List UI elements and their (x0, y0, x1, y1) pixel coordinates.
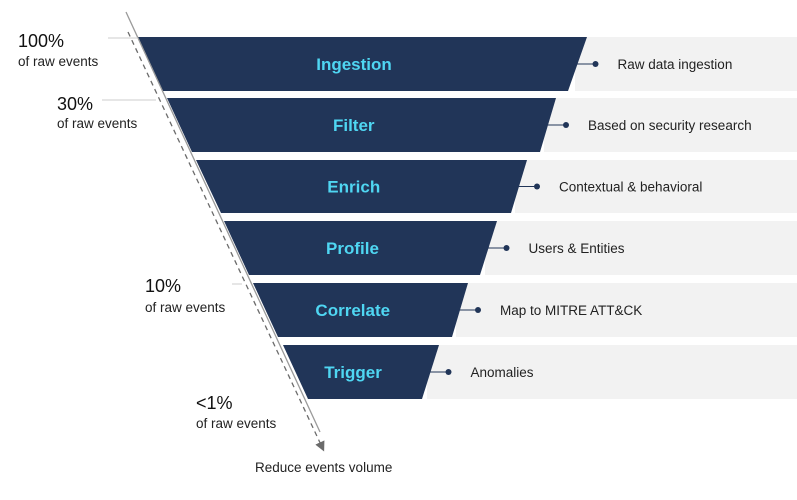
funnel-band-enrich (196, 160, 527, 213)
percentage-100: 100% of raw events (18, 31, 99, 69)
axis-caption: Reduce events volume (255, 460, 392, 475)
description-panel (427, 345, 797, 399)
description-panels (427, 37, 797, 399)
stage-label: Ingestion (316, 55, 392, 74)
funnel-band-ingestion (138, 37, 587, 91)
description-panel (544, 98, 797, 152)
stage-labels: IngestionFilterEnrichProfileCorrelateTri… (315, 55, 391, 382)
reduce-volume-axis (127, 31, 325, 452)
percentage-caption: of raw events (145, 300, 226, 315)
connector-dot (475, 307, 481, 313)
description-panel (485, 221, 797, 275)
funnel-band-profile (224, 221, 497, 275)
description-connectors (426, 61, 599, 375)
stage-label: Trigger (324, 363, 382, 382)
funnel-band-filter (167, 98, 556, 152)
percentage-value: 30% (57, 94, 93, 114)
percentage-value: 10% (145, 276, 181, 296)
funnel-band-correlate (253, 283, 468, 337)
stage-description: Users & Entities (529, 241, 625, 256)
percentage-value: <1% (196, 393, 233, 413)
stage-description: Based on security research (588, 118, 752, 133)
percentage-caption: of raw events (196, 416, 277, 431)
funnel-left-edge (125, 11, 321, 433)
percentage-caption: of raw events (18, 54, 99, 69)
connector-dot (503, 245, 510, 251)
stage-label: Correlate (315, 301, 390, 320)
percentage-caption: of raw events (57, 116, 138, 131)
stage-label: Filter (333, 116, 375, 135)
stage-label: Profile (326, 239, 379, 258)
stage-description: Contextual & behavioral (559, 180, 702, 195)
connector-dot (534, 183, 540, 190)
connector-dot (563, 122, 569, 128)
description-panel (575, 37, 797, 91)
percentage-less-than-1: <1% of raw events (196, 393, 277, 431)
percentage-10: 10% of raw events (145, 276, 226, 315)
connector-dot (445, 369, 452, 375)
funnel-bands (138, 37, 587, 399)
percentage-value: 100% (18, 31, 64, 51)
connector-dot (592, 61, 599, 67)
stage-description: Anomalies (471, 365, 534, 380)
stage-description: Map to MITRE ATT&CK (500, 303, 642, 318)
description-panel (515, 160, 797, 213)
stage-description: Raw data ingestion (618, 57, 733, 72)
description-panel (456, 283, 797, 337)
percentage-30: 30% of raw events (57, 94, 138, 131)
funnel-band-trigger (283, 345, 439, 399)
stage-label: Enrich (327, 178, 380, 197)
percentage-leaders (102, 37, 242, 285)
